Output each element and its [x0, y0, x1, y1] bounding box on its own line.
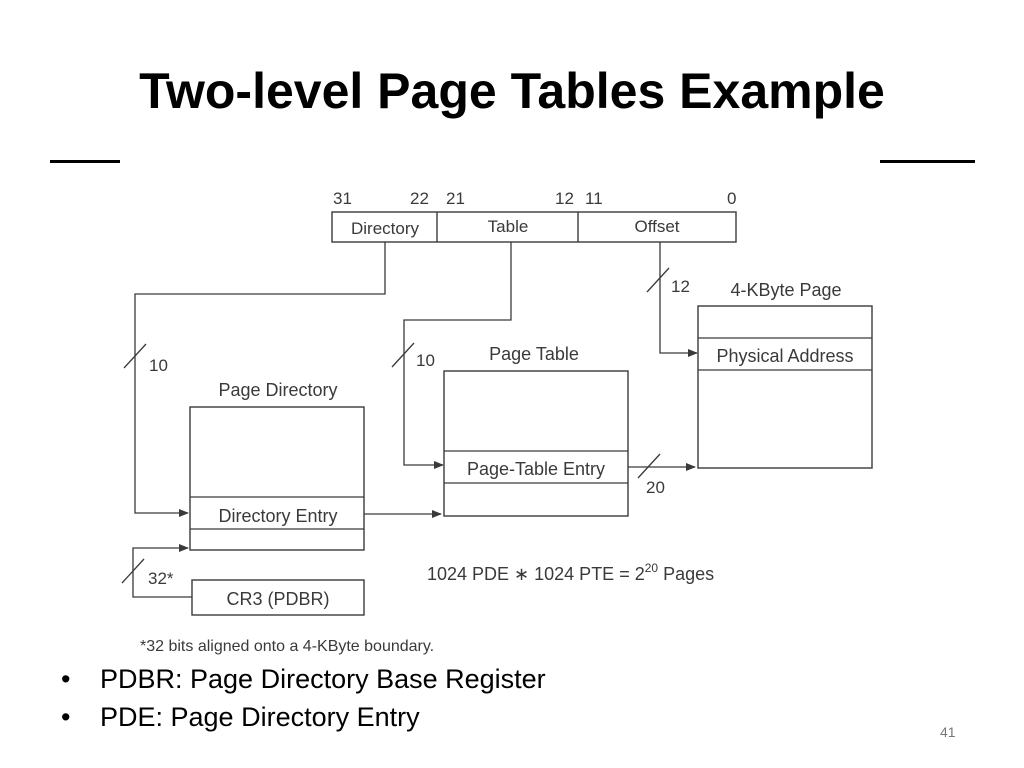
bullet-text: PDE: Page Directory Entry [100, 702, 420, 732]
directory-bus-slash [123, 343, 147, 369]
bit-label-0: 0 [727, 189, 736, 208]
title-rule-right [880, 160, 975, 163]
bullet-item: • PDBR: Page Directory Base Register [55, 660, 546, 698]
bit-label-11: 11 [585, 189, 603, 208]
bit-label-21: 21 [446, 189, 465, 208]
page-number: 41 [940, 724, 956, 740]
directory-bus-width: 10 [149, 356, 168, 375]
cr3-bus-width: 32* [148, 569, 174, 588]
bullet-dot: • [61, 702, 71, 732]
bit-label-31: 31 [333, 189, 352, 208]
frame-bus-slash [637, 453, 661, 479]
title-rule-left [50, 160, 120, 163]
page-table-title: Page Table [489, 344, 579, 364]
bit-label-22: 22 [410, 189, 429, 208]
formula-base: 1024 PDE ∗ 1024 PTE = 2 [427, 564, 645, 584]
bullet-list: • PDBR: Page Directory Base Register • PDE… [55, 660, 546, 736]
slide-title: Two-level Page Tables Example [139, 63, 885, 119]
page-table-box [443, 370, 629, 517]
offset-bus-slash [646, 267, 670, 293]
formula-exponent: 20 [645, 561, 659, 575]
table-bus-width: 10 [416, 351, 435, 370]
bullet-dot: • [61, 664, 71, 694]
bit-label-12: 12 [555, 189, 574, 208]
page-table-entry-label: Page-Table Entry [467, 459, 605, 479]
physical-address-label: Physical Address [716, 346, 853, 366]
cr3-line [132, 544, 192, 598]
directory-entry-label: Directory Entry [218, 506, 337, 526]
footnote: *32 bits aligned onto a 4-KByte boundary… [140, 638, 434, 655]
frame-bus-width: 20 [646, 478, 665, 497]
page-count-formula: 1024 PDE ∗ 1024 PTE = 220 Pages [427, 561, 714, 584]
cr3-bus-slash [121, 558, 145, 584]
table-bus-slash [391, 342, 415, 368]
bullet-item: • PDE: Page Directory Entry [55, 698, 546, 736]
offset-bus-width: 12 [671, 277, 690, 296]
directory-index-line [134, 242, 386, 517]
page-title: 4-KByte Page [730, 280, 841, 300]
field-directory: Directory [351, 219, 420, 238]
bullet-text: PDBR: Page Directory Base Register [100, 664, 546, 694]
field-table: Table [488, 217, 529, 236]
cr3-label: CR3 (PDBR) [226, 589, 329, 609]
page-directory-box [189, 406, 365, 551]
page-directory-title: Page Directory [218, 380, 337, 400]
table-index-line [403, 242, 512, 469]
linear-address-register [331, 211, 737, 243]
offset-line [659, 242, 698, 357]
field-offset: Offset [634, 217, 679, 236]
formula-suffix: Pages [658, 564, 714, 584]
page-box [697, 305, 873, 469]
